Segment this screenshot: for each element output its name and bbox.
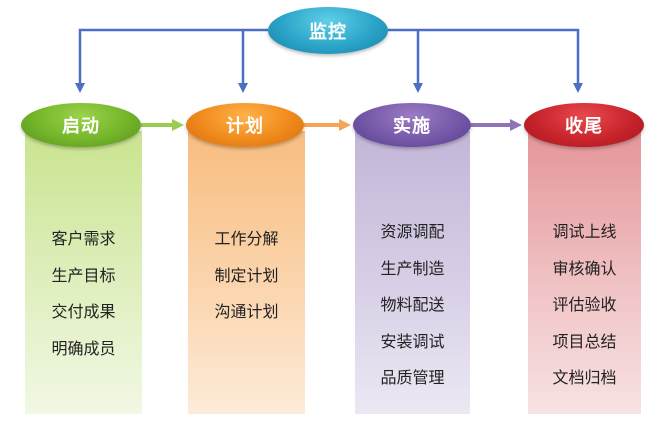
list-item: 品质管理 — [380, 368, 445, 387]
arrow-monitor-to-exec — [388, 28, 583, 93]
phase-plan-column — [188, 131, 305, 414]
list-item: 安装调试 — [380, 331, 445, 351]
phase-plan-node: 计划 — [186, 103, 304, 147]
list-item: 工作分解 — [214, 229, 279, 248]
list-item: 沟通计划 — [214, 302, 279, 321]
phase-execute-node: 实施 — [353, 103, 471, 147]
monitor-node: 监控 — [268, 7, 388, 54]
phase-close-items: 调试上线 审核确认 评估验收 项目总结 文档归档 — [528, 221, 641, 404]
list-item: 文档归档 — [552, 368, 617, 387]
phase-start-items: 客户需求 生产目标 交付成果 明确成员 — [25, 228, 142, 374]
list-item: 审核确认 — [552, 258, 617, 278]
monitor-feedback-arrows — [75, 28, 583, 93]
monitor-label: 监控 — [309, 21, 347, 43]
list-item: 交付成果 — [51, 302, 116, 321]
phase-close-label: 收尾 — [565, 116, 603, 137]
list-item: 项目总结 — [552, 331, 617, 351]
list-item: 明确成员 — [51, 338, 116, 358]
phase-start-node: 启动 — [21, 103, 141, 147]
list-item: 生产制造 — [380, 258, 445, 278]
list-item: 客户需求 — [51, 229, 116, 248]
phase-close-node: 收尾 — [524, 103, 644, 147]
list-item: 评估验收 — [552, 295, 617, 314]
phase-execute-items: 资源调配 生产制造 物料配送 安装调试 品质管理 — [355, 221, 470, 404]
phase-close-column — [528, 131, 641, 414]
list-item: 调试上线 — [552, 222, 617, 241]
phase-start-column — [25, 131, 142, 414]
list-item: 资源调配 — [380, 222, 445, 241]
list-item: 物料配送 — [380, 295, 445, 314]
list-item: 生产目标 — [51, 265, 116, 285]
phase-plan-items: 工作分解 制定计划 沟通计划 — [188, 228, 305, 338]
list-item: 制定计划 — [214, 265, 279, 285]
arrow-monitor-to-start — [75, 28, 268, 93]
phase-execute-label: 实施 — [393, 116, 431, 137]
phase-plan-label: 计划 — [226, 116, 264, 137]
phase-start-label: 启动 — [62, 116, 100, 137]
phase-execute-column — [355, 131, 470, 414]
